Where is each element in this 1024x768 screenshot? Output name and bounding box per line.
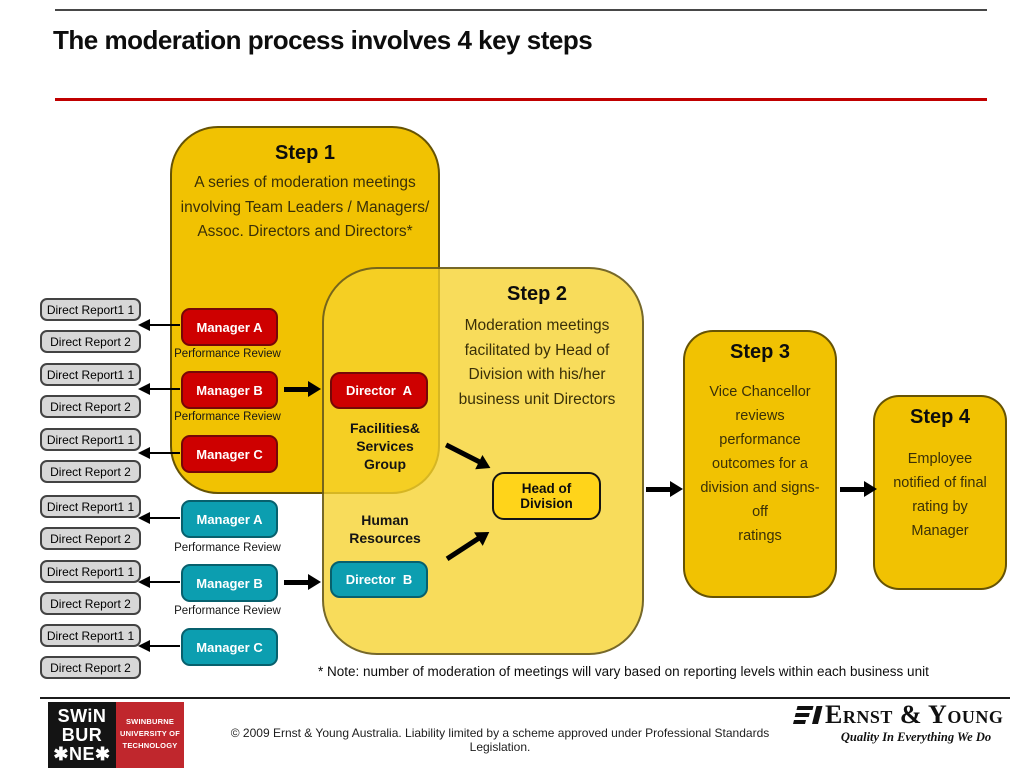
step3-line: division and signs- <box>700 480 820 496</box>
swinburne-unit-line: TECHNOLOGY <box>122 741 178 750</box>
arrow-left-icon <box>138 447 180 459</box>
swinburne-wordmark-line: BUR <box>61 725 103 745</box>
swinburne-unit-line: UNIVERSITY OF <box>120 729 180 738</box>
swinburne-wordmark-line: SWiN <box>57 706 107 726</box>
arrow-left-icon <box>138 512 180 524</box>
manager-node-red: Manager C <box>181 435 278 473</box>
step3-title: Step 3 <box>729 341 791 363</box>
footer-divider-rule <box>40 697 1010 699</box>
swinburne-logo: SWiN BUR ✱NE✱ <box>48 702 116 768</box>
facilities-group-label-line: Facilities& <box>349 420 421 436</box>
arrow-left-icon <box>138 319 180 331</box>
arrow-left-icon <box>138 640 180 652</box>
direct-report-box: Direct Report1 1 <box>40 363 141 386</box>
head-of-division-node: Head of Division <box>492 472 601 520</box>
swinburne-wordmark-line: ✱NE✱ <box>53 744 111 764</box>
direct-report-box: Direct Report1 1 <box>40 495 141 518</box>
step4-box: Step 4 Employee notified of final rating… <box>873 395 1007 590</box>
direct-report-box: Direct Report 2 <box>40 330 141 353</box>
direct-report-box: Direct Report 2 <box>40 592 141 615</box>
arrow-step2-step3-icon <box>646 481 683 497</box>
direct-report-box: Direct Report1 1 <box>40 624 141 647</box>
top-divider-rule <box>55 9 987 11</box>
performance-review-label: Performance Review <box>174 411 281 423</box>
step4-line: Employee <box>907 451 973 467</box>
page-title: The moderation process involves 4 key st… <box>53 25 593 55</box>
copyright-text: © 2009 Ernst & Young Australia. Liabilit… <box>230 726 770 754</box>
facilities-group-label-line: Group <box>364 456 406 472</box>
ey-beam-icon <box>793 706 823 726</box>
arrow-step3-step4-icon <box>840 481 877 497</box>
human-resources-label: Human Resources <box>328 511 442 547</box>
step4-title: Step 4 <box>909 406 971 428</box>
step2-title: Step 2 <box>506 283 568 305</box>
performance-review-label: Performance Review <box>174 605 281 617</box>
arrow-left-icon <box>138 576 180 588</box>
facilities-group-label-line: Services <box>356 438 414 454</box>
step4-line: notified of final <box>893 475 987 491</box>
swinburne-unit-line: SWINBURNE <box>125 717 175 726</box>
step3-line: off <box>752 504 768 520</box>
step2-line: Moderation meetings <box>464 317 610 334</box>
footnote: * Note: number of moderation of meetings… <box>318 664 929 679</box>
manager-node-teal: Manager C <box>181 628 278 666</box>
performance-review-label: Performance Review <box>174 348 281 360</box>
arrow-left-icon <box>138 383 180 395</box>
director-a-node: Director A <box>330 372 428 409</box>
title-red-rule <box>55 98 987 101</box>
direct-report-box: Direct Report1 1 <box>40 298 141 321</box>
human-resources-label-line: Resources <box>349 530 421 546</box>
director-b-node: Director B <box>330 561 428 598</box>
step2-line: business unit Directors <box>458 390 616 408</box>
human-resources-label-line: Human <box>361 512 409 528</box>
manager-node-teal: Manager B <box>181 564 278 602</box>
step3-box: Step 3 Vice Chancellor reviews performan… <box>683 330 837 598</box>
arrow-right-icon <box>284 381 321 397</box>
manager-node-teal: Manager A <box>181 500 278 538</box>
swinburne-university-badge: SWINBURNE UNIVERSITY OF TECHNOLOGY <box>116 702 184 768</box>
arrow-right-icon <box>284 574 321 590</box>
direct-report-box: Direct Report 2 <box>40 527 141 550</box>
direct-report-box: Direct Report 2 <box>40 656 141 679</box>
step4-line: rating by <box>912 499 968 515</box>
step1-line: involving Team Leaders / Managers/ <box>180 198 430 216</box>
step2-text: Step 2 Moderation meetings facilitated b… <box>436 283 638 412</box>
step3-line: ratings <box>738 528 782 544</box>
performance-review-label: Performance Review <box>174 542 281 554</box>
ernst-young-logo: Ernst & Young Quality In Everything We D… <box>793 700 1015 745</box>
step1-line: Assoc. Directors and Directors* <box>197 223 413 240</box>
step2-line: facilitated by Head of <box>464 341 610 359</box>
direct-report-box: Direct Report 2 <box>40 395 141 418</box>
step3-line: performance <box>719 432 801 448</box>
manager-node-red: Manager B <box>181 371 278 409</box>
manager-node-red: Manager A <box>181 308 278 346</box>
step4-line: Manager <box>911 523 969 539</box>
direct-report-box: Direct Report1 1 <box>40 560 141 583</box>
facilities-group-label: Facilities& Services Group <box>328 419 442 473</box>
ey-wordmark: Ernst & Young <box>825 700 1004 729</box>
step3-line: Vice Chancellor <box>709 384 811 400</box>
direct-report-box: Direct Report1 1 <box>40 428 141 451</box>
direct-report-box: Direct Report 2 <box>40 460 141 483</box>
step1-line: A series of moderation meetings <box>194 174 416 191</box>
ey-tagline: Quality In Everything We Do <box>840 730 992 744</box>
step3-line: reviews <box>735 408 785 424</box>
step1-title: Step 1 <box>274 142 336 164</box>
step2-line: Division with his/her <box>468 366 606 383</box>
step3-line: outcomes for a <box>712 456 808 472</box>
